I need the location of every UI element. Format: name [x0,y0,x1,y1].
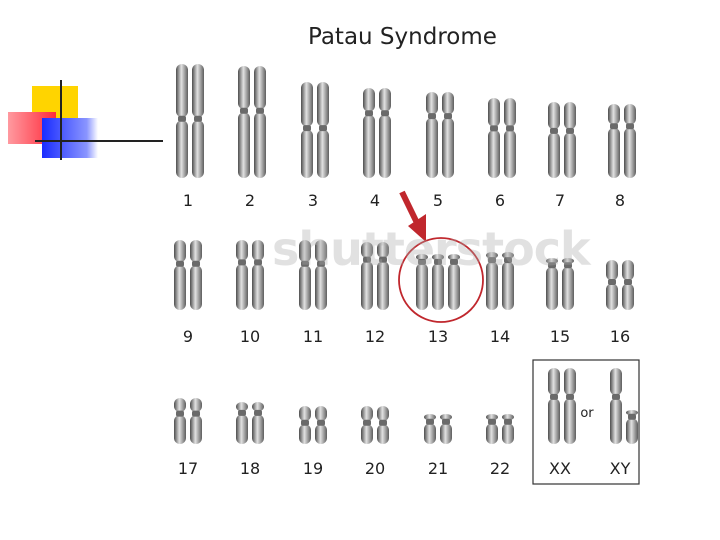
chromatid [606,260,618,310]
chromosome-label: 1 [183,191,193,210]
chromosome-16 [606,260,634,310]
chromosome-label: 11 [303,327,323,346]
chromosome-19 [299,406,327,444]
chromatid [488,98,500,178]
chromatid [317,82,329,178]
chromosome-label: XX [549,459,571,478]
chromatid [363,88,375,178]
chromatid [254,66,266,178]
chromatid [176,64,188,178]
chromosome-label: 12 [365,327,385,346]
chromosome-label: 4 [370,191,380,210]
chromosome-label: 14 [490,327,510,346]
chromatid [504,98,516,178]
chromatid [564,102,576,178]
chromatid [301,82,313,178]
chromosome-xx [548,368,576,444]
chromatid [486,414,498,444]
chromosome-label: 10 [240,327,260,346]
chromatid [190,398,202,444]
chromatid [238,66,250,178]
chromatid [548,368,560,444]
chromosome-3 [301,82,329,178]
chromosome-label: 22 [490,459,510,478]
watermark-text: shutterstock [272,222,590,276]
chromosome-18 [236,402,264,444]
chromosome-label: 20 [365,459,385,478]
chromosome-label: 19 [303,459,323,478]
chromosome-10 [236,240,264,310]
chromatid [299,406,311,444]
chromatid [502,414,514,444]
chromatid [252,240,264,310]
chromosome-17 [174,398,202,444]
chromosome-label: 6 [495,191,505,210]
chromosome-4 [363,88,391,178]
chromatid [377,406,389,444]
chromatid [424,414,436,444]
chromosome-label: 5 [433,191,443,210]
chromatid [192,64,204,178]
chromatid [440,414,452,444]
chromatid [379,88,391,178]
chromosome-label: 21 [428,459,448,478]
chromosome-label: 2 [245,191,255,210]
chromosome-label: 16 [610,327,630,346]
chromatid [608,104,620,178]
chromosome-label: 17 [178,459,198,478]
chromatid [315,406,327,444]
chromosome-20 [361,406,389,444]
or-connector: or [580,406,594,421]
chromosome-label: 3 [308,191,318,210]
chromatid [426,92,438,178]
chromatid [624,104,636,178]
chromosome-5 [426,92,454,178]
chromosome-8 [608,104,636,178]
chromatid [174,398,186,444]
chromatid [610,368,622,444]
chromosome-9 [174,240,202,310]
chromatid [442,92,454,178]
chromatid [236,240,248,310]
chromosome-2 [238,66,266,178]
chromosome-label: 7 [555,191,565,210]
chromosome-label: XY [610,459,631,478]
chromatid [252,402,264,444]
chromosome-label: 8 [615,191,625,210]
chromosome-label: 13 [428,327,448,346]
chromatid [622,260,634,310]
chromosome-21 [424,414,452,444]
chromosome-label: 15 [550,327,570,346]
chromosome-22 [486,414,514,444]
chromosome-1 [176,64,204,178]
chromatid [190,240,202,310]
chromatid [236,402,248,444]
chromosome-7 [548,102,576,178]
chromosome-label: 18 [240,459,260,478]
chromatid [174,240,186,310]
chromatid [361,406,373,444]
chromosome-xy [610,368,638,444]
chromosome-label: 9 [183,327,193,346]
chromosome-6 [488,98,516,178]
chromatid [548,102,560,178]
chromatid [626,410,638,444]
chromatid [564,368,576,444]
